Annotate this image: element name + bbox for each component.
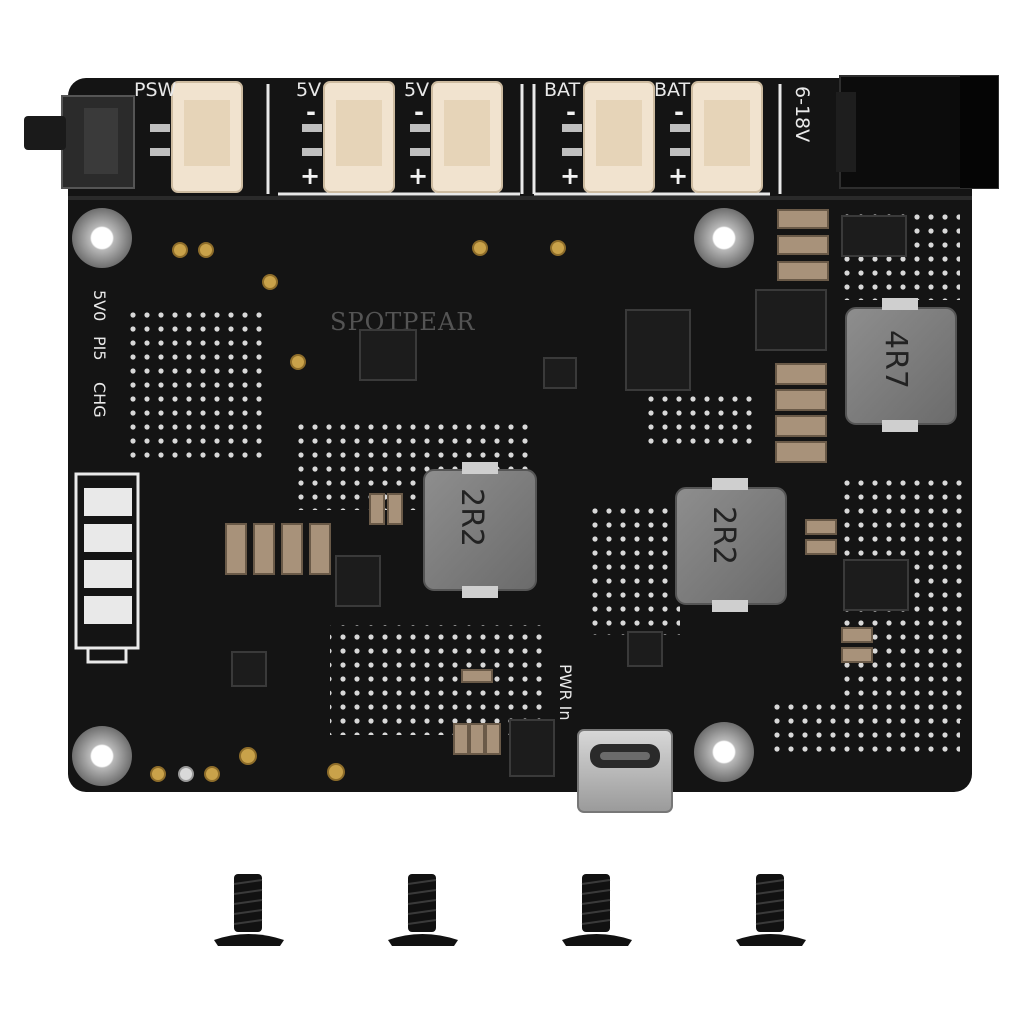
label-bat-b: BAT <box>654 79 691 101</box>
polarity-minus: - <box>306 98 316 126</box>
ic-chips <box>231 215 909 777</box>
header-dividers <box>266 84 782 196</box>
mounting-hole <box>72 726 132 786</box>
polarity-minus: - <box>566 98 576 126</box>
gold-test-pads <box>150 240 566 782</box>
battery-level-indicator <box>74 472 140 664</box>
label-led-chg: CHG <box>90 382 109 418</box>
screw <box>214 874 284 946</box>
label-led-pi5: PI5 <box>90 336 109 361</box>
polarity-plus: + <box>560 162 580 190</box>
mounting-hole <box>72 208 132 268</box>
polarity-minus: - <box>674 98 684 126</box>
polarity-plus: + <box>668 162 688 190</box>
connector-pads <box>150 124 690 156</box>
connector-bat-b[interactable] <box>691 81 763 193</box>
connector-bat-a[interactable] <box>583 81 655 193</box>
inductor-right <box>675 478 787 612</box>
label-5v-b: 5V <box>404 79 429 101</box>
screw <box>388 874 458 946</box>
connector-5v-b[interactable] <box>431 81 503 193</box>
power-switch[interactable] <box>24 95 135 189</box>
connector-5v-a[interactable] <box>323 81 395 193</box>
capacitor-array <box>225 209 873 755</box>
inductor-top-right-label: 4R7 <box>878 330 913 389</box>
inductor-left <box>423 462 537 598</box>
test-pad <box>178 766 194 782</box>
label-psw: PSW <box>134 79 177 101</box>
inductor-top-right <box>845 298 957 432</box>
polarity-minus: - <box>414 98 424 126</box>
inductor-left-label: 2R2 <box>454 488 489 547</box>
screw <box>736 874 806 946</box>
usb-c-port[interactable] <box>577 729 673 813</box>
polarity-plus: + <box>408 162 428 190</box>
mounting-hole <box>694 722 754 782</box>
dc-barrel-jack[interactable] <box>836 75 999 189</box>
inductor-right-label: 2R2 <box>706 506 741 565</box>
connector-psw[interactable] <box>171 81 243 193</box>
mounting-hole <box>694 208 754 268</box>
polarity-plus: + <box>300 162 320 190</box>
label-5v-a: 5V <box>296 79 321 101</box>
label-pwr-in: PWR In <box>556 664 575 721</box>
label-bat-a: BAT <box>544 79 581 101</box>
label-led-5v: 5V0 <box>90 290 109 321</box>
screw <box>562 874 632 946</box>
label-dc-range: 6-18V <box>791 86 813 142</box>
